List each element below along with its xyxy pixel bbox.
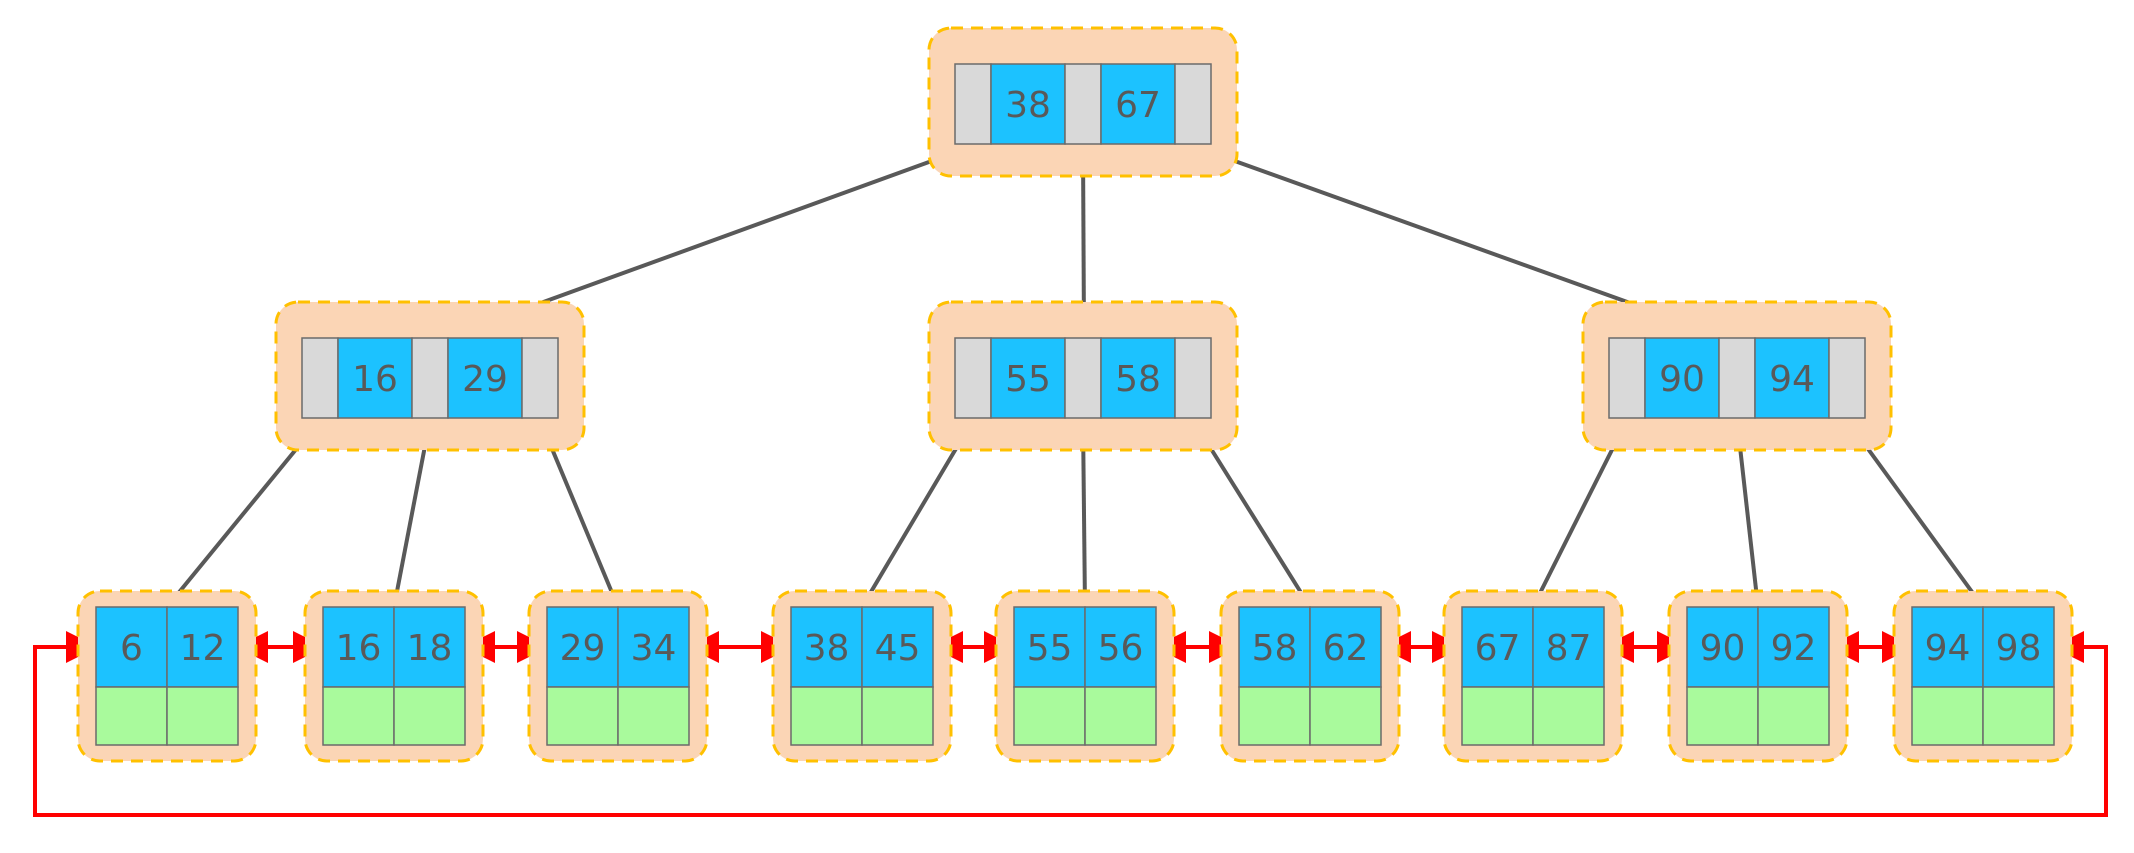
- key-label: 67: [1475, 628, 1521, 669]
- data-cell: [1309, 686, 1382, 746]
- key-label: 98: [1996, 628, 2042, 669]
- key-label: 56: [1098, 628, 1144, 669]
- key-label: 29: [462, 359, 508, 400]
- data-cell: [1461, 686, 1534, 746]
- internal-node: 55 58: [927, 300, 1239, 452]
- key-label: 55: [1005, 359, 1051, 400]
- pointer-cell: [954, 337, 992, 419]
- key-cell: [322, 606, 395, 688]
- key-cell: [1309, 606, 1382, 688]
- data-cell: [1238, 686, 1311, 746]
- key-label: 94: [1769, 359, 1815, 400]
- key-cell: [1084, 606, 1157, 688]
- leaf-node: 6 12: [76, 589, 258, 763]
- pointer-cell: [954, 63, 992, 145]
- leaf-node: 29 34: [527, 589, 709, 763]
- key-label: 87: [1546, 628, 1592, 669]
- pointer-cell: [521, 337, 559, 419]
- pointer-cell: [1608, 337, 1646, 419]
- pointer-cell: [411, 337, 449, 419]
- data-cell: [1982, 686, 2055, 746]
- key-label: 16: [352, 359, 398, 400]
- data-cell: [166, 686, 239, 746]
- key-label: 38: [1005, 85, 1051, 126]
- key-label: 34: [631, 628, 677, 669]
- key-label: 18: [407, 628, 453, 669]
- pointer-cell: [1828, 337, 1866, 419]
- internal-node: 90 94: [1581, 300, 1893, 452]
- key-label: 12: [180, 628, 226, 669]
- key-label: 45: [875, 628, 921, 669]
- data-cell: [861, 686, 934, 746]
- key-cell: [617, 606, 690, 688]
- key-cell: [447, 337, 523, 419]
- pointer-cell: [1718, 337, 1756, 419]
- key-cell: [990, 337, 1066, 419]
- data-cell: [322, 686, 395, 746]
- child-pointer-arrow: [1845, 418, 1985, 609]
- key-cell: [1100, 337, 1176, 419]
- data-cell: [617, 686, 690, 746]
- key-label: 38: [804, 628, 850, 669]
- child-pointer-arrow: [860, 418, 975, 609]
- key-cell: [1238, 606, 1311, 688]
- key-cell: [393, 606, 466, 688]
- leaf-node: 58 62: [1219, 589, 1401, 763]
- data-cell: [790, 686, 863, 746]
- data-cell: [1757, 686, 1830, 746]
- key-label: 92: [1771, 628, 1817, 669]
- leaf-node: 38 45: [771, 589, 953, 763]
- key-label: 62: [1323, 628, 1369, 669]
- key-label: 58: [1252, 628, 1298, 669]
- data-cell: [1686, 686, 1759, 746]
- pointer-cell: [1174, 337, 1212, 419]
- key-label: 6: [120, 628, 143, 669]
- leaf-wraparound-link: [33, 631, 2108, 817]
- pointer-cell: [1064, 337, 1102, 419]
- key-label: 94: [1925, 628, 1971, 669]
- key-label: 90: [1700, 628, 1746, 669]
- key-label: 90: [1659, 359, 1705, 400]
- leaf-node: 67 87: [1442, 589, 1624, 763]
- leaf-node: 94 98: [1892, 589, 2074, 763]
- key-cell: [166, 606, 239, 688]
- pointer-cell: [301, 337, 339, 419]
- key-cell: [1982, 606, 2055, 688]
- data-cell: [1013, 686, 1086, 746]
- key-cell: [1644, 337, 1720, 419]
- key-cell: [546, 606, 619, 688]
- data-cell: [393, 686, 466, 746]
- pointer-cell: [1064, 63, 1102, 145]
- key-label: 58: [1115, 359, 1161, 400]
- data-cell: [1911, 686, 1984, 746]
- key-label: 67: [1115, 85, 1161, 126]
- key-cell: [337, 337, 413, 419]
- data-cell: [1084, 686, 1157, 746]
- key-cell: [1532, 606, 1605, 688]
- key-label: 16: [336, 628, 382, 669]
- child-pointer-arrow: [1191, 418, 1312, 609]
- key-label: 55: [1027, 628, 1073, 669]
- key-cell: [1754, 337, 1830, 419]
- key-cell: [1100, 63, 1176, 145]
- child-pointer-arrow: [391, 419, 432, 608]
- data-cell: [1532, 686, 1605, 746]
- leaf-node: 90 92: [1667, 589, 1849, 763]
- key-cell: [861, 606, 934, 688]
- key-cell: [1686, 606, 1759, 688]
- data-cell: [95, 686, 168, 746]
- data-cell: [546, 686, 619, 746]
- leaf-node: 55 56: [994, 589, 1176, 763]
- root-node: 38 67: [927, 26, 1239, 178]
- key-cell: [990, 63, 1066, 145]
- pointer-cell: [1174, 63, 1212, 145]
- child-pointer-arrow: [1531, 419, 1629, 608]
- key-label: 29: [560, 628, 606, 669]
